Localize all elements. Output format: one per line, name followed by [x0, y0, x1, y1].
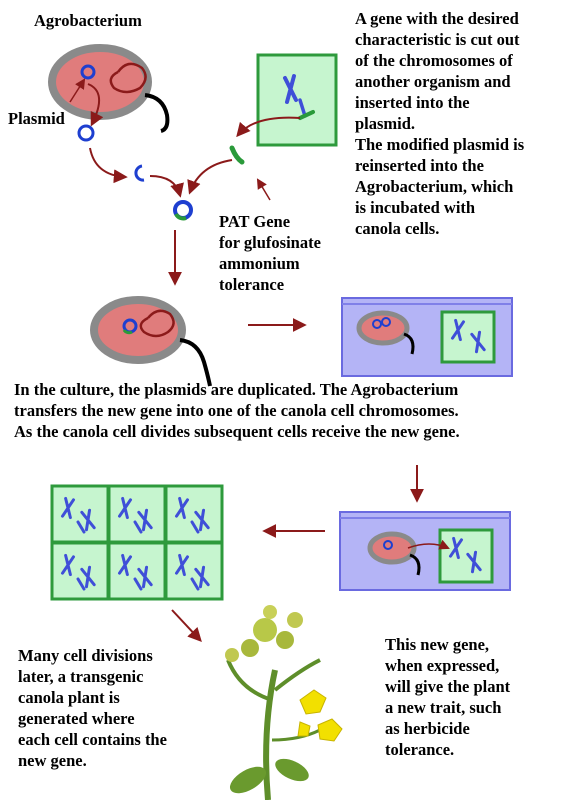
- plasmid-loose: [77, 124, 95, 142]
- arrow-plasmid-out: [87, 83, 104, 127]
- plasmid-label: Plasmid: [8, 109, 65, 128]
- culture-paragraph: In the culture, the plasmids are duplica…: [14, 380, 460, 441]
- agrobacterium-top: [48, 44, 170, 133]
- gene-cut-paragraph: A gene with the desired characteristic i…: [355, 9, 525, 238]
- open-plasmid: [134, 164, 145, 182]
- arrow-to-modified: [149, 175, 184, 198]
- agrobacterium-modified: [90, 296, 212, 387]
- arrow-plasmid-to-open: [89, 147, 128, 184]
- agrobacterium-label: Agrobacterium: [34, 11, 142, 30]
- culture-dish-1: [341, 297, 513, 377]
- pat-gene-label: PAT Gene for glufosinate ammonium tolera…: [219, 212, 321, 294]
- new-gene-paragraph: This new gene, when expressed, will give…: [385, 635, 511, 759]
- arrow-gene-out: [236, 116, 301, 138]
- pat-pointer: [256, 178, 271, 201]
- plasmid-gene-insert: [174, 212, 187, 221]
- canola-plant: [225, 605, 343, 800]
- cell-grid: [52, 486, 222, 599]
- donor-cell: [256, 53, 338, 147]
- cell-divisions-paragraph: Many cell divisions later, a transgenic …: [18, 646, 167, 770]
- pat-gene-fragment: [229, 145, 245, 165]
- plasmid-pointer: [69, 78, 86, 103]
- arrow-gene-to-plasmid: [187, 159, 233, 195]
- arrow-to-plant: [171, 609, 202, 643]
- culture-dish-2: [339, 511, 511, 591]
